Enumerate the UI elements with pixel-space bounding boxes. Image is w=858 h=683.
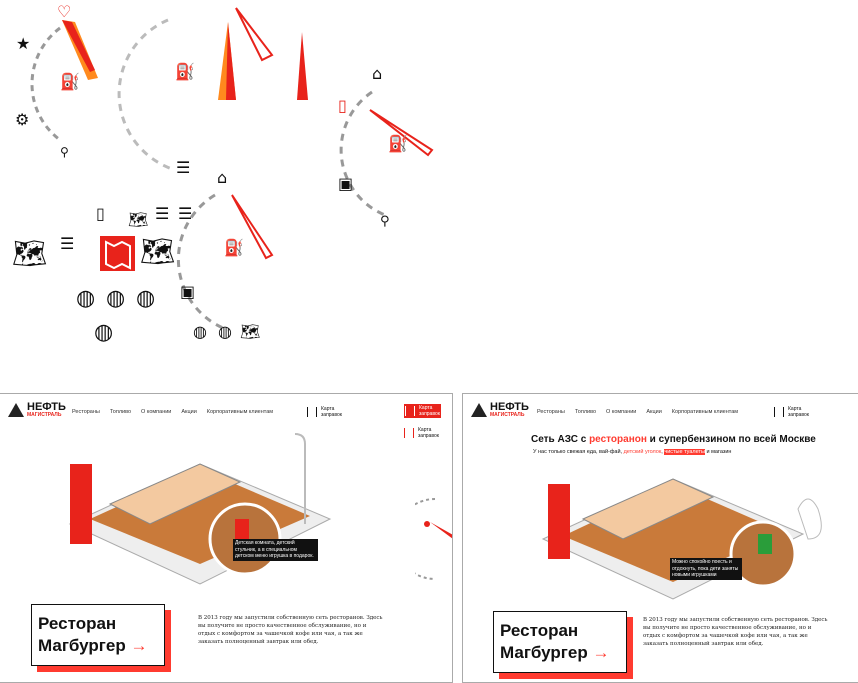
cup-icon: ▯ xyxy=(96,204,105,223)
brand-sub: МАГИСТРАЛЬ xyxy=(490,412,525,418)
restaurant-card[interactable]: Ресторан Магбургер → xyxy=(493,611,627,673)
hero-subtitle: У нас только свежая еда, вай-фай, детски… xyxy=(533,449,732,455)
dial-ticks-3 xyxy=(339,90,386,217)
map-link-l1: Карта xyxy=(788,406,802,412)
nav-restaurants[interactable]: Рестораны xyxy=(72,409,100,415)
map-icon xyxy=(774,407,784,417)
brand-name: НЕФТЬ xyxy=(27,401,66,413)
globe-icon: ◍ xyxy=(136,286,156,311)
station-illustration xyxy=(541,478,822,600)
nav-fuel[interactable]: Топливо xyxy=(574,409,597,415)
map-icon xyxy=(405,406,415,416)
home-icon: ⌂ xyxy=(372,64,383,83)
map-icon: 🗺 xyxy=(140,235,176,268)
nav-about[interactable]: О компании xyxy=(141,409,172,415)
map-link-l2: заправок xyxy=(788,412,809,418)
hero: Сеть АЗС с ресторанон и супербензином по… xyxy=(531,434,816,455)
gear-icon: ⚙ xyxy=(15,110,30,129)
needle-3 xyxy=(369,109,434,157)
link-kids-corner[interactable]: детский уголок xyxy=(623,449,662,455)
cup-icon: ▯ xyxy=(338,96,347,115)
fuel-icon: ⛽ xyxy=(60,72,80,91)
nav-promos[interactable]: Акции xyxy=(181,409,197,415)
globe-icon: ◍ xyxy=(106,286,126,311)
map-icon: 🗺 xyxy=(12,237,48,270)
map-link-l1: Карта xyxy=(321,406,335,412)
globe-icon: ◍ xyxy=(76,286,96,311)
star-icon: ★ xyxy=(16,34,31,53)
map-icon: 🗺 xyxy=(240,322,261,341)
burger-icon: ☰ xyxy=(176,158,191,177)
needle-flame-3 xyxy=(235,7,274,62)
fuel-icon: ⛽ xyxy=(175,62,195,81)
burger-icon: ☰ xyxy=(178,204,193,223)
nav-promos[interactable]: Акции xyxy=(646,409,662,415)
brand-name: НЕФТЬ xyxy=(490,401,529,413)
station-illustration xyxy=(68,433,332,585)
arrow-right-icon[interactable]: → xyxy=(130,636,148,655)
map-link-l2: заправок xyxy=(321,412,342,418)
pin-icon: ⚲ xyxy=(380,214,390,229)
dial-ticks-2 xyxy=(117,18,176,172)
map-link-l2: заправок xyxy=(418,433,439,439)
map-link-l1: Карта xyxy=(418,427,432,433)
heart-icon: ♡ xyxy=(57,2,72,21)
jerrycan-icon: ▣ xyxy=(180,282,196,301)
map-link-l1: Карта xyxy=(419,405,433,411)
description: В 2013 году мы запустили собственную сет… xyxy=(198,615,383,645)
card-title-1: Ресторан xyxy=(500,621,579,640)
map-link-l2: заправок xyxy=(419,411,440,417)
nav-corporate[interactable]: Корпоративным клиентам xyxy=(206,409,274,415)
globe-icon: ◍ xyxy=(218,322,232,341)
description: В 2013 году мы запустили собственную сет… xyxy=(643,617,828,647)
card-title-1: Ресторан xyxy=(38,614,117,633)
burger-icon: ☰ xyxy=(60,234,75,253)
link-toilets[interactable]: чистые туалеты xyxy=(664,449,705,455)
nav-restaurants[interactable]: Рестораны xyxy=(537,409,565,415)
map-icon xyxy=(404,428,414,438)
needle-4 xyxy=(231,194,274,260)
dial-sketches xyxy=(30,7,434,332)
tooltip: Детская комната, детский стульчик, а в с… xyxy=(233,539,318,561)
nav-corporate[interactable]: Корпоративным клиентам xyxy=(671,409,739,415)
fuel-icon: ⛽ xyxy=(224,238,244,257)
card-title-2: Магбургер xyxy=(38,636,126,655)
mini-dial xyxy=(415,498,452,580)
needle-flame-4 xyxy=(297,32,308,100)
map-icon xyxy=(307,407,317,417)
globe-icon: ◍ xyxy=(193,322,207,341)
home-icon: ⌂ xyxy=(217,168,228,187)
nav-about[interactable]: О компании xyxy=(606,409,637,415)
card-title-2: Магбургер xyxy=(500,643,588,662)
fuel-icon: ⛽ xyxy=(388,134,408,153)
restaurant-card[interactable]: Ресторан Магбургер → xyxy=(31,604,165,666)
nav-fuel[interactable]: Топливо xyxy=(109,409,132,415)
burger-icon: ☰ xyxy=(155,204,170,223)
dial-ticks-4 xyxy=(176,193,229,332)
hero-headline: Сеть АЗС с ресторанон и супербензином по… xyxy=(531,434,816,445)
globe-icon: ◍ xyxy=(94,320,114,345)
dial-ticks-1 xyxy=(30,26,61,142)
pin-icon: ⚲ xyxy=(60,145,69,159)
arrow-right-icon[interactable]: → xyxy=(592,643,610,662)
tooltip: Можно спокойно поесть и отдохнуть, пока … xyxy=(670,558,742,580)
jerrycan-icon: ▣ xyxy=(338,174,354,193)
brand-sub: МАГИСТРАЛЬ xyxy=(27,412,62,418)
map-icon: 🗺 xyxy=(128,210,149,229)
